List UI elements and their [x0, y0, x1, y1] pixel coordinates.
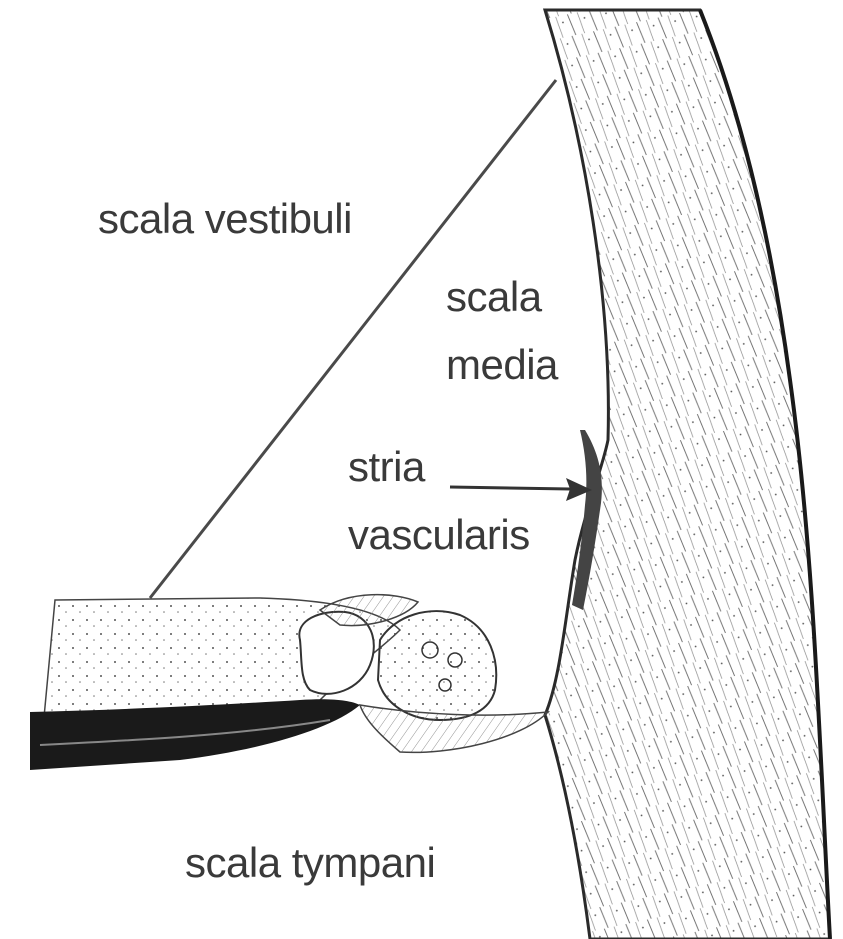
organ-of-corti — [378, 611, 496, 720]
label-stria-line2: vascularis — [348, 514, 530, 556]
label-scala-media-line1: scala — [446, 276, 542, 318]
label-scala-media-line2: media — [446, 344, 558, 386]
label-scala-tympani: scala tympani — [185, 842, 435, 884]
label-stria-line1: stria — [348, 446, 425, 488]
label-scala-vestibuli: scala vestibuli — [98, 198, 352, 240]
stria-arrow-shaft — [450, 487, 570, 489]
